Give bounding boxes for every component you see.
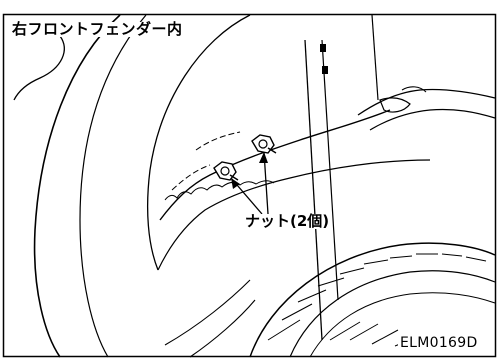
location-leader	[13, 35, 65, 101]
pillar-clip-1	[320, 44, 326, 52]
liner-lower-edge	[157, 159, 431, 271]
fender-outer-curve	[33, 14, 121, 358]
leader-arrow-icon	[230, 177, 263, 215]
pillar-clip-2	[322, 66, 328, 74]
location-label: 右フロントフェンダー内	[12, 20, 185, 38]
body-edge	[371, 14, 379, 101]
tire-rim	[309, 292, 496, 358]
figure-code: ELM0169D	[398, 335, 480, 351]
leader-arrow-icon	[259, 151, 269, 215]
tire-outer	[249, 242, 496, 358]
nut-icon	[251, 134, 277, 154]
tire-inner	[289, 270, 496, 358]
fender-inner-curve	[79, 14, 147, 358]
lower-strut	[164, 279, 251, 346]
liner-scallop	[164, 180, 275, 201]
mount-bolt	[401, 86, 427, 93]
pillar-right	[321, 39, 339, 301]
lower-strut-2	[189, 299, 256, 358]
upper-member	[357, 88, 496, 116]
tire-tread	[267, 253, 487, 347]
pillar-left	[304, 39, 323, 341]
suspension-mount	[379, 97, 411, 113]
figure-frame	[2, 13, 497, 358]
fender-lip-curve	[147, 14, 251, 271]
nut-label: ナット(2個)	[244, 212, 331, 230]
upper-member-lower	[369, 108, 496, 131]
liner-hidden-line	[171, 131, 241, 191]
nut-icon	[213, 161, 239, 181]
